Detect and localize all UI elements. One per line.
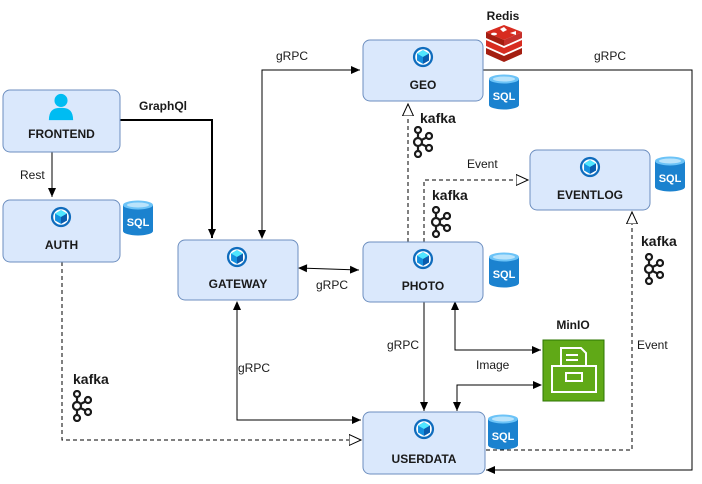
kafka-label: kafka xyxy=(73,371,109,387)
kafka-auth-userdata: kafka xyxy=(71,371,109,422)
service-icon xyxy=(579,156,601,178)
edge-auth-userdata xyxy=(61,262,361,440)
sql-label: SQL xyxy=(493,269,516,281)
service-label-geo: GEO xyxy=(410,78,437,92)
kafka-icon xyxy=(71,390,92,422)
kafka-icon xyxy=(643,253,664,285)
sql-db-eventlog: SQL xyxy=(655,156,685,192)
kafka-icon xyxy=(430,206,451,238)
edge-label-graphql: GraphQl xyxy=(139,99,187,113)
sql-label: SQL xyxy=(492,431,515,443)
edge-label-image: Image xyxy=(476,358,510,372)
edge-gateway-photo xyxy=(298,264,360,274)
service-userdata: USERDATA xyxy=(362,411,486,475)
sql-db-geo: SQL xyxy=(489,74,519,110)
storage-icon xyxy=(551,347,597,393)
edge-frontend-gateway xyxy=(120,119,216,238)
edge-label-grpc-gateway-userdata: gRPC xyxy=(238,361,270,375)
service-auth: AUTH xyxy=(2,199,121,263)
service-gateway: GATEWAY xyxy=(177,239,299,301)
service-label-gateway: GATEWAY xyxy=(209,277,268,291)
kafka-geo: kafka xyxy=(412,110,456,158)
sql-label: SQL xyxy=(493,91,516,103)
edge-label-rest: Rest xyxy=(20,168,45,182)
service-icon xyxy=(226,246,248,268)
sql-db-photo: SQL xyxy=(489,252,519,288)
edge-label-grpc-geo-userdata: gRPC xyxy=(594,49,626,63)
sql-label: SQL xyxy=(127,217,150,229)
edge-gateway-geo xyxy=(258,66,360,239)
kafka-label: kafka xyxy=(420,110,456,126)
sql-label: SQL xyxy=(659,173,682,185)
service-icon xyxy=(412,248,434,270)
edge-photo-minio xyxy=(451,301,541,354)
connectors xyxy=(48,66,693,474)
edge-label-event-photo-eventlog: Event xyxy=(467,157,498,171)
service-photo: PHOTO xyxy=(362,241,484,303)
edge-minio-userdata xyxy=(453,381,542,411)
service-label-userdata: USERDATA xyxy=(392,452,457,466)
service-geo: GEO xyxy=(362,39,484,102)
edge-userdata-eventlog xyxy=(486,212,632,451)
service-frontend: FRONTEND xyxy=(2,89,121,153)
service-label-frontend: FRONTEND xyxy=(28,127,95,141)
edge-geo-userdata xyxy=(483,69,693,474)
minio-store: MinIO xyxy=(542,318,605,402)
kafka-label: kafka xyxy=(641,233,677,249)
service-eventlog: EVENTLOG xyxy=(529,149,651,211)
service-label-photo: PHOTO xyxy=(402,279,444,293)
kafka-icon xyxy=(412,126,433,158)
service-label-eventlog: EVENTLOG xyxy=(557,188,623,202)
edge-label-event-userdata-eventlog: Event xyxy=(637,338,668,352)
kafka-photo-eventlog: kafka xyxy=(430,187,468,238)
service-label-auth: AUTH xyxy=(45,238,78,252)
sql-db-auth: SQL xyxy=(123,200,153,236)
edge-label-grpc-gateway-geo: gRPC xyxy=(276,49,308,63)
kafka-label: kafka xyxy=(432,187,468,203)
edge-label-grpc-gateway-photo: gRPC xyxy=(316,278,348,292)
sql-db-userdata: SQL xyxy=(488,414,518,450)
service-icon xyxy=(50,206,72,228)
redis-icon xyxy=(486,25,522,62)
service-icon xyxy=(413,418,435,440)
minio-label: MinIO xyxy=(556,318,589,332)
redis-store: Redis xyxy=(486,9,522,62)
edge-label-grpc-photo-userdata: gRPC xyxy=(387,338,419,352)
kafka-userdata-eventlog: kafka xyxy=(641,233,677,285)
redis-label: Redis xyxy=(487,9,520,23)
service-icon xyxy=(412,46,434,68)
edge-gateway-userdata xyxy=(233,301,361,424)
minio-icon xyxy=(542,339,605,402)
